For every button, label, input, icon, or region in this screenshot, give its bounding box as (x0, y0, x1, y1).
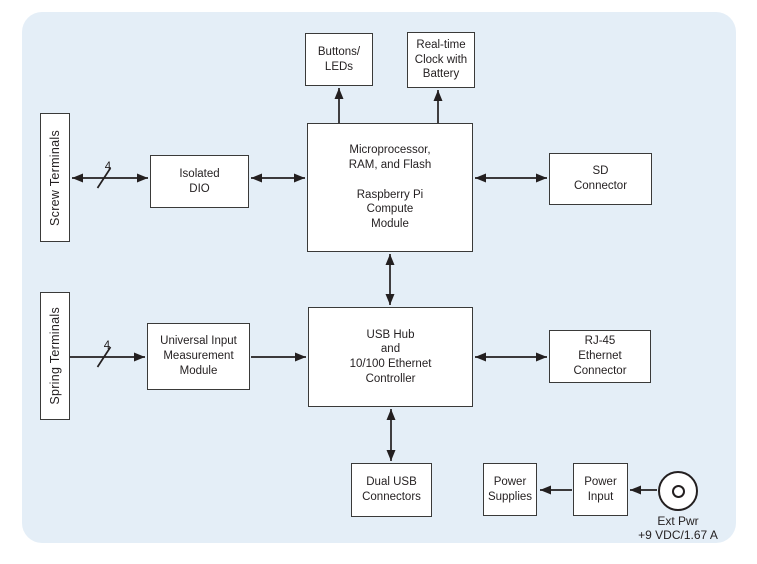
isolated-dio-label: Isolated DIO (179, 167, 220, 195)
node-universal-input: Universal Input Measurement Module (147, 323, 250, 390)
node-buttons-leds: Buttons/ LEDs (305, 33, 373, 86)
universal-input-label: Universal Input Measurement Module (160, 335, 237, 377)
node-isolated-dio: Isolated DIO (150, 155, 249, 208)
ext-power-connector-pin-icon (671, 484, 685, 498)
dual-usb-label: Dual USB Connectors (362, 476, 421, 503)
buttons-leds-label: Buttons/ LEDs (317, 45, 361, 73)
node-realtime-clock: Real-time Clock with Battery (407, 32, 475, 88)
node-usb-hub: USB Hub and 10/100 Ethernet Controller (308, 307, 473, 407)
node-power-input: Power Input (573, 463, 628, 516)
bus-width-label-spring: 4 (103, 340, 111, 352)
node-spring-terminals: Spring Terminals (40, 292, 70, 420)
diagram-background-panel (22, 12, 736, 543)
sd-connector-label: SD Connector (573, 165, 628, 192)
ext-power-connector-icon (658, 471, 698, 511)
screw-terminals-label: Screw Terminals (48, 129, 62, 226)
node-screw-terminals: Screw Terminals (40, 113, 70, 242)
ext-power-caption-line1: Ext Pwr (657, 514, 699, 528)
ext-power-caption-line2: +9 VDC/1.67 A (638, 528, 718, 542)
power-input-label: Power Input (584, 475, 617, 503)
node-dual-usb: Dual USB Connectors (351, 463, 432, 517)
rj45-connector-label: RJ-45 Ethernet Connector (573, 335, 627, 377)
microprocessor-label: Microprocessor, RAM, and Flash Raspberry… (348, 144, 432, 230)
usb-hub-label: USB Hub and 10/100 Ethernet Controller (349, 328, 432, 385)
node-power-supplies: Power Supplies (483, 463, 537, 516)
node-rj45-connector: RJ-45 Ethernet Connector (549, 330, 651, 383)
bus-width-label-screw: 4 (104, 161, 112, 173)
node-microprocessor: Microprocessor, RAM, and Flash Raspberry… (307, 123, 473, 252)
spring-terminals-label: Spring Terminals (48, 307, 62, 405)
power-supplies-label: Power Supplies (487, 475, 533, 503)
node-sd-connector: SD Connector (549, 153, 652, 205)
realtime-clock-label: Real-time Clock with Battery (414, 38, 468, 81)
